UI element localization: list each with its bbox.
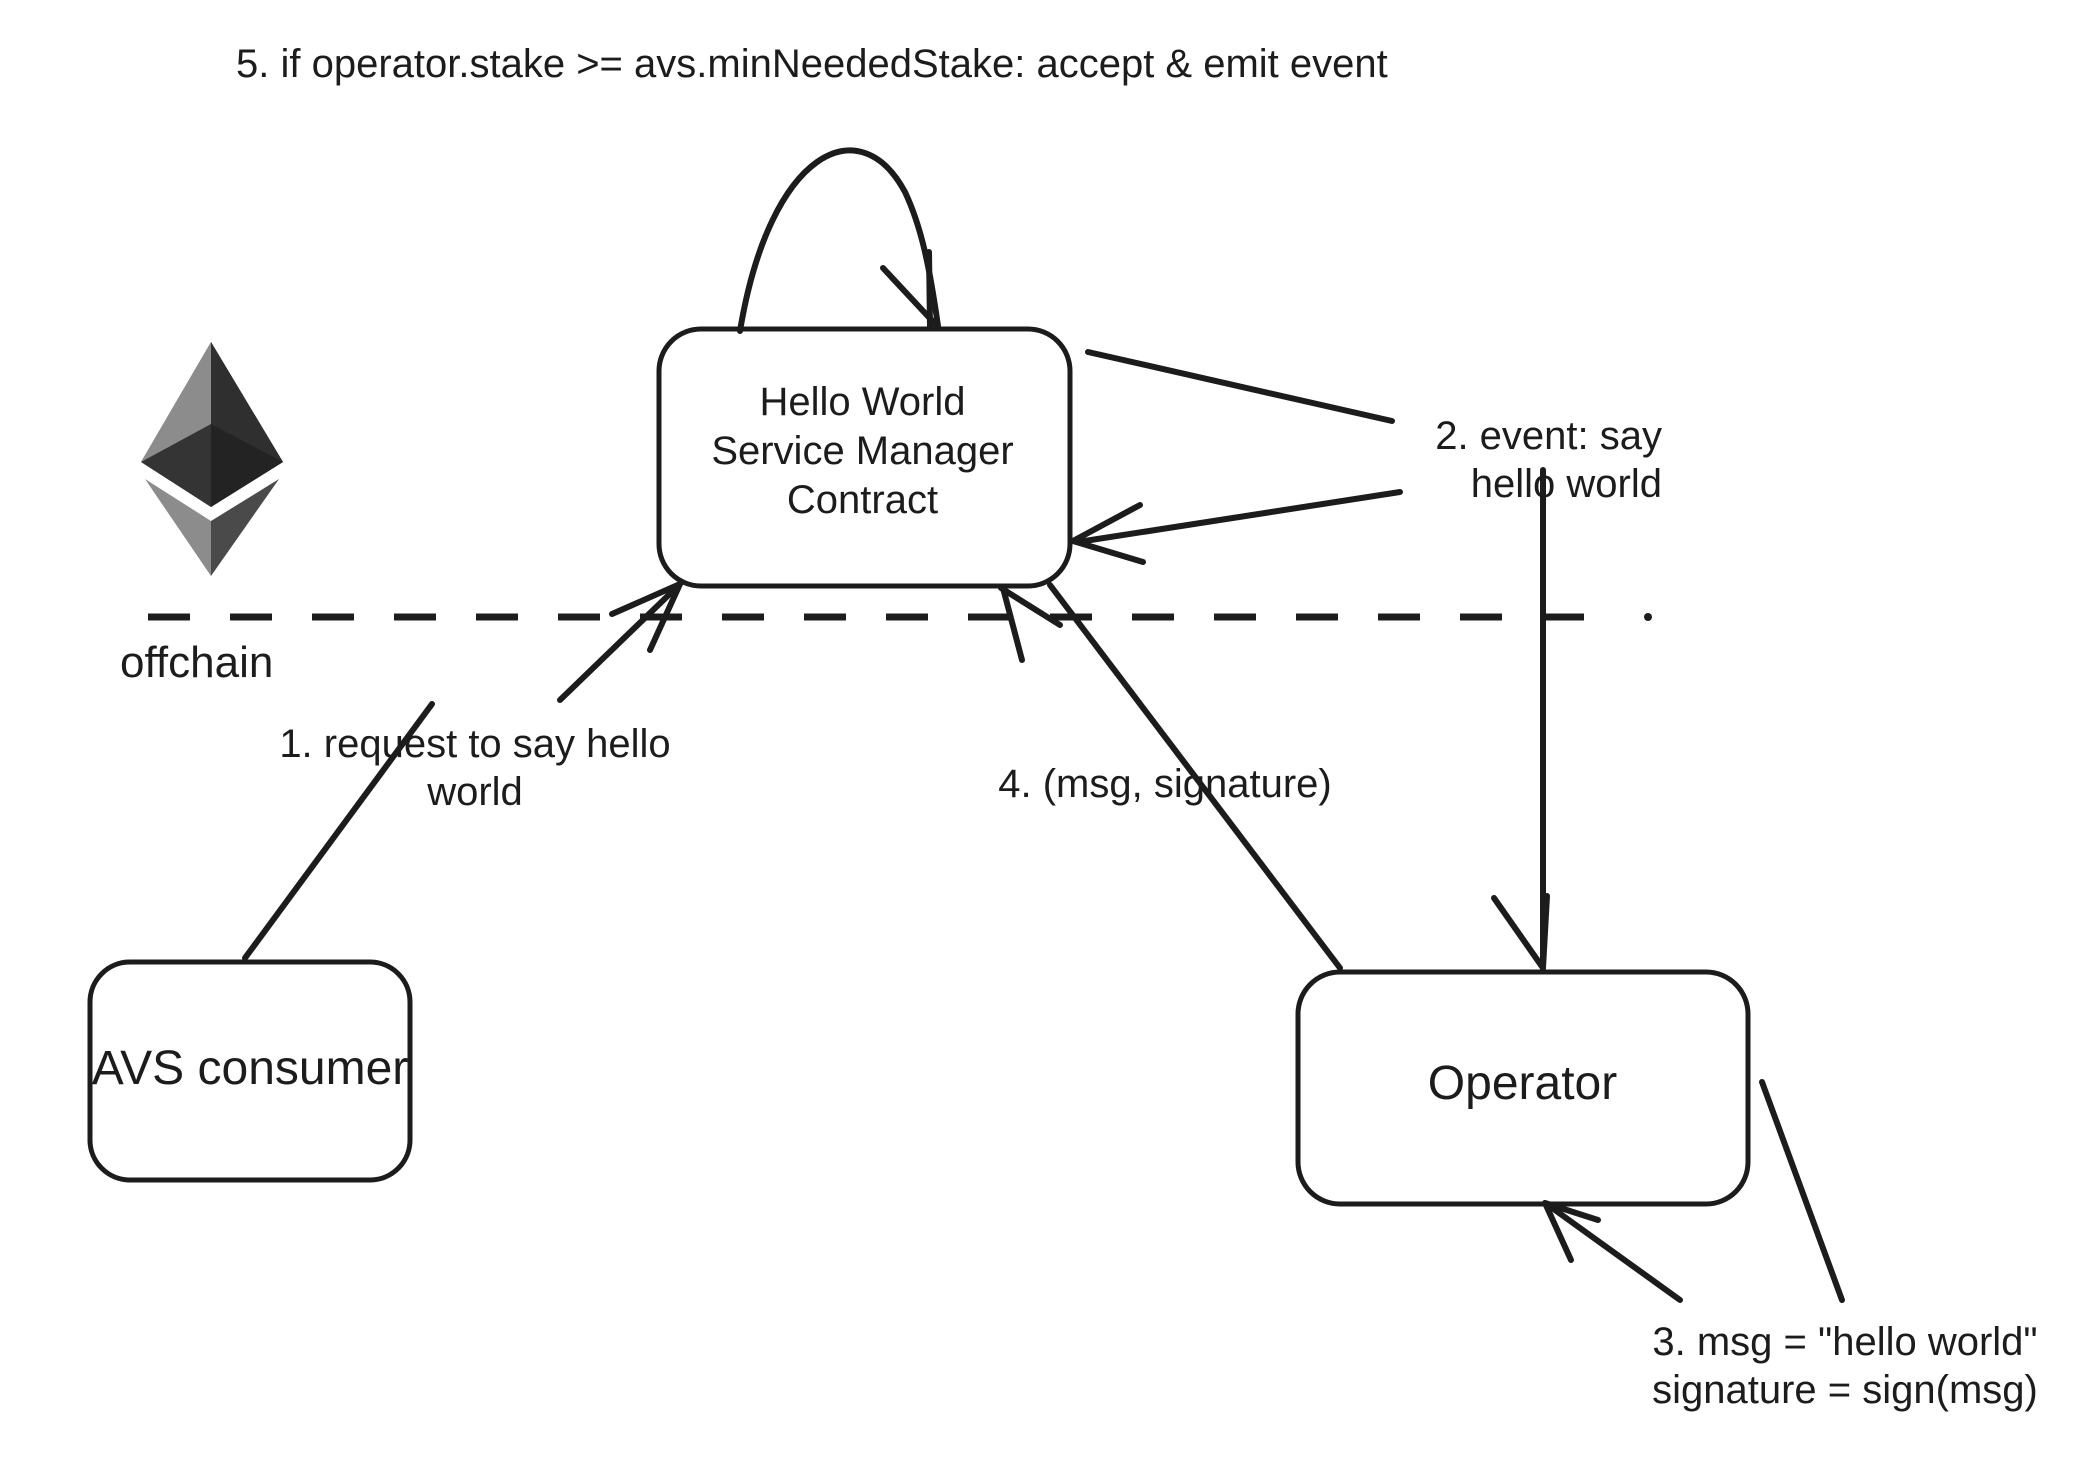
operator-box[interactable] xyxy=(1295,969,1751,1207)
step3-sign-label: 3. msg = "hello world" signature = sign(… xyxy=(1652,1320,2038,1412)
step5-condition-label: 5. if operator.stake >= avs.minNeededSta… xyxy=(236,42,1388,86)
step2-event-label: 2. event: say hello world xyxy=(1435,414,1662,506)
edge-step2-into-contract xyxy=(1070,489,1403,565)
ethereum-logo xyxy=(141,342,283,576)
step4-msg-signature-label: 4. (msg, signature) xyxy=(998,762,1332,806)
contract-box[interactable] xyxy=(656,326,1073,589)
offchain-boundary-label: offchain xyxy=(120,638,274,687)
avs-consumer-box[interactable] xyxy=(87,959,413,1183)
onchain-offchain-divider xyxy=(148,613,1652,621)
step1-request-label: 1. request to say hello world xyxy=(279,722,671,814)
edge-step4-msg-signature xyxy=(998,582,1343,971)
edge-step1-request xyxy=(242,581,683,961)
edge-step3-sign xyxy=(1542,1079,1845,1303)
edge-self-loop-step5 xyxy=(737,147,941,334)
edge-step2-event xyxy=(1085,349,1550,971)
